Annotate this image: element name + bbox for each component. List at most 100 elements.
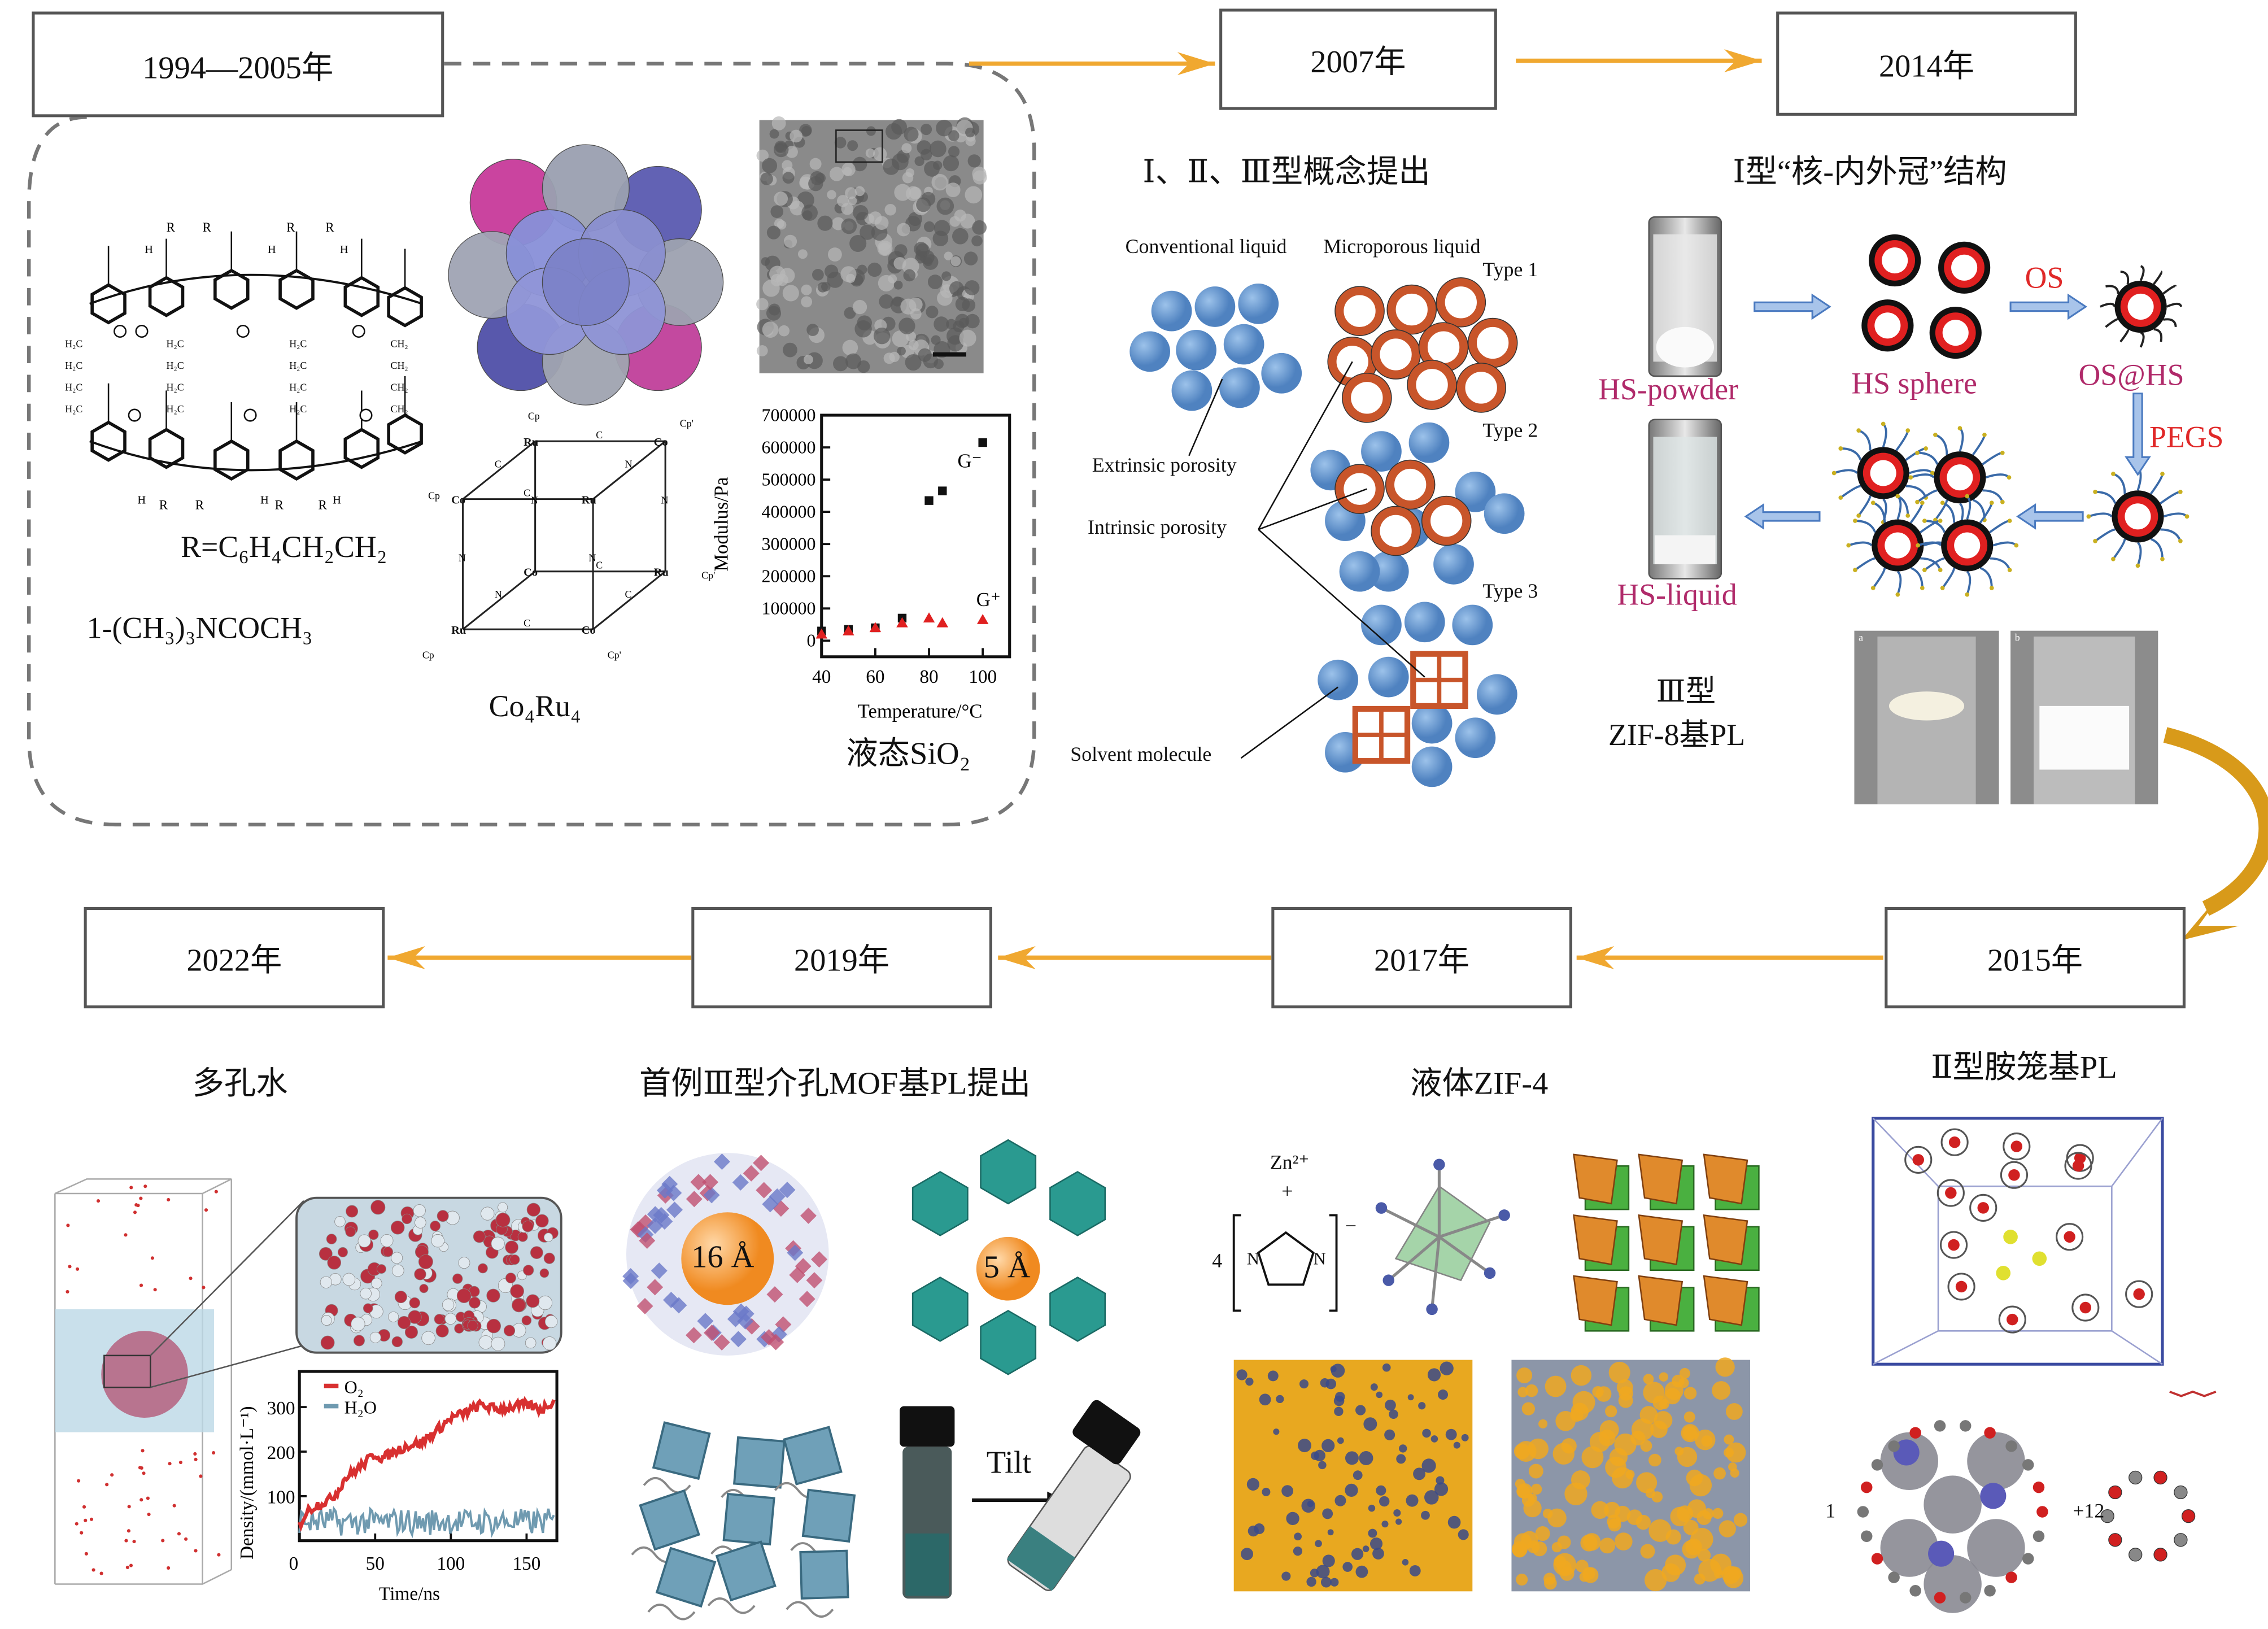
arrow-2017-to-2019-head (998, 946, 1036, 970)
polymer-chain (647, 1604, 696, 1621)
chain-end (2007, 519, 2012, 523)
chain-end (1957, 426, 1962, 430)
grafted-chain (1966, 570, 1972, 595)
aromatic-ring (148, 428, 185, 469)
chain-end (1853, 568, 1857, 572)
cyanide-bridge (592, 440, 666, 500)
porous-ring (1371, 329, 1421, 380)
grafted-chain (1910, 473, 1935, 479)
simulation-atom (1636, 1472, 1658, 1493)
cage-atom (1967, 1432, 2025, 1491)
os-hs-label: OS@HS (2078, 357, 2184, 393)
simulation-atom (1334, 1495, 1346, 1506)
metal-atom-label: Co (451, 494, 465, 506)
o2-molecule (66, 1223, 70, 1227)
intrinsic-porosity-label: Intrinsic porosity (1088, 517, 1227, 540)
process-arrow (2016, 503, 2084, 530)
metal-atom-label: Ru (582, 494, 596, 506)
chart1-point-gplus (843, 625, 854, 635)
tem-particle (917, 140, 932, 155)
zoom-line (150, 1200, 304, 1356)
simulation-atom (1424, 1490, 1439, 1505)
chain-end (1895, 592, 1900, 597)
simulation-atom (1530, 1483, 1542, 1495)
o2-molecule (212, 1451, 216, 1455)
simulation-atom (1315, 1540, 1322, 1548)
tem-particle (852, 156, 867, 172)
tem-particle (949, 281, 964, 296)
chain-end (2093, 489, 2097, 494)
simulation-atom (1321, 1439, 1335, 1453)
metal-atom-label: Ru (654, 566, 669, 578)
simulation-atom (1418, 1402, 1426, 1410)
tem-particle (952, 228, 969, 245)
imidazolate-ring (1257, 1231, 1315, 1286)
tem-particle (854, 186, 865, 197)
simulation-atom (1437, 1390, 1449, 1400)
cage-atom (1880, 1519, 1939, 1577)
o2-molecule (134, 1203, 138, 1207)
grafted-chain (1985, 473, 2010, 479)
chain-end (1870, 500, 1876, 505)
hs-sphere-label: HS sphere (1851, 365, 1977, 401)
process-arrow (1744, 503, 1821, 530)
ch2-label: CH₂ (391, 382, 408, 393)
panel-2015-title: Ⅱ型胺笼基PL (1931, 1048, 2117, 1085)
inset-molecule (402, 1213, 412, 1225)
inset-molecule (522, 1220, 534, 1232)
grafted-chain (1840, 485, 1861, 499)
cage-molecule (1998, 1305, 2026, 1334)
chart1-ytick-label: 500000 (762, 469, 816, 489)
cage-molecule (2071, 1293, 2100, 1322)
inset-molecule (437, 1210, 449, 1222)
chart1-point-gplus (869, 622, 882, 633)
grafted-chain (1848, 541, 1873, 547)
chart1-point-gminus (938, 486, 947, 495)
o2-molecule (127, 1505, 131, 1509)
metal-atom-label: Co (654, 436, 668, 448)
process-arrow (2125, 393, 2151, 476)
chain-end (2007, 475, 2012, 480)
o2-molecule (143, 1184, 147, 1188)
porous-ring-outline (1385, 459, 1436, 510)
year-box-2014: 2014年 (1776, 11, 2077, 116)
simulation-atom (1245, 1377, 1254, 1386)
hollow-sphere-core (1947, 464, 1973, 491)
crown-atom (1888, 1440, 1900, 1452)
chart1-xlabel: Temperature/°C (858, 700, 983, 722)
grafted-chain (2160, 528, 2182, 542)
sodalite-polyhedron (1049, 1277, 1106, 1342)
cage-molecule (2064, 1152, 2092, 1180)
aromatic-ring (343, 428, 380, 469)
h-atom-label: H (260, 494, 269, 506)
grafted-chain (2139, 265, 2145, 281)
tem-particle (965, 127, 975, 138)
vial-upright-liquid (905, 1533, 949, 1596)
simulation-atom (1698, 1549, 1711, 1562)
chain-end (1870, 586, 1876, 590)
aromatic-ring (278, 268, 315, 310)
simulation-atom (1725, 1442, 1746, 1463)
inset-molecule (430, 1221, 441, 1231)
simulation-atom (1571, 1365, 1592, 1386)
simulation-atom (1640, 1440, 1652, 1452)
grafted-chain (2163, 318, 2177, 328)
mof-node (686, 1191, 703, 1208)
inset-molecule (478, 1335, 493, 1349)
chart2-ylabel: Density/(mmol·L⁻¹) (237, 1406, 258, 1560)
tem-particle (923, 221, 935, 233)
tem-particle (965, 136, 976, 146)
hollow-sphere-core (2127, 293, 2154, 320)
simulation-atom (1368, 1528, 1377, 1538)
oxygen-atom (243, 408, 257, 422)
ch2-label: H₂C (167, 338, 184, 350)
calixarene-rim (89, 273, 423, 472)
mof-node (636, 1297, 653, 1314)
year-box-2022: 2022年 (84, 907, 385, 1009)
minus-label: − (1345, 1216, 1357, 1239)
tem-particle (817, 215, 833, 231)
ch2-label: H₂C (167, 360, 184, 371)
chart1-ytick-label: 600000 (762, 437, 816, 457)
tem-particle (904, 127, 919, 142)
simulation-atom (1670, 1506, 1690, 1527)
